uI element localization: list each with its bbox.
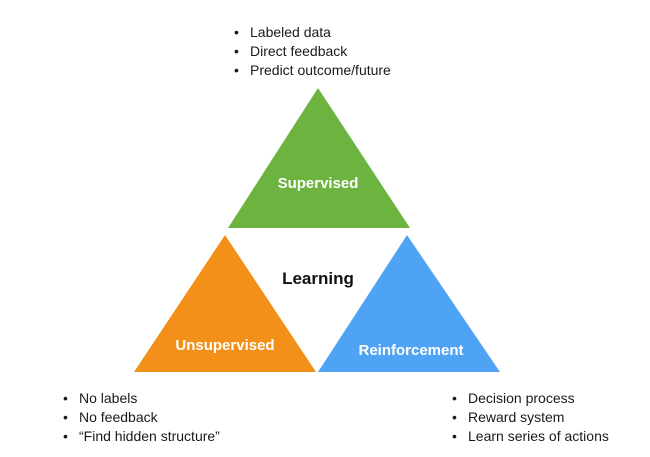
- list-item: No labels: [63, 389, 220, 408]
- unsupervised-bullet-list: No labels No feedback “Find hidden struc…: [63, 389, 220, 446]
- supervised-label: Supervised: [278, 175, 359, 192]
- center-label: Learning: [282, 269, 354, 288]
- list-item: No feedback: [63, 408, 220, 427]
- list-item: “Find hidden structure”: [63, 427, 220, 446]
- unsupervised-triangle: [134, 235, 316, 372]
- list-item: Direct feedback: [234, 42, 391, 61]
- reinforcement-triangle: [318, 235, 500, 372]
- supervised-bullet-list: Labeled data Direct feedback Predict out…: [234, 23, 391, 80]
- supervised-triangle: [228, 88, 410, 228]
- list-item: Labeled data: [234, 23, 391, 42]
- reinforcement-label: Reinforcement: [358, 342, 463, 359]
- list-item: Predict outcome/future: [234, 61, 391, 80]
- reinforcement-bullet-list: Decision process Reward system Learn ser…: [452, 389, 609, 446]
- list-item: Reward system: [452, 408, 609, 427]
- list-item: Decision process: [452, 389, 609, 408]
- unsupervised-label: Unsupervised: [175, 337, 274, 354]
- list-item: Learn series of actions: [452, 427, 609, 446]
